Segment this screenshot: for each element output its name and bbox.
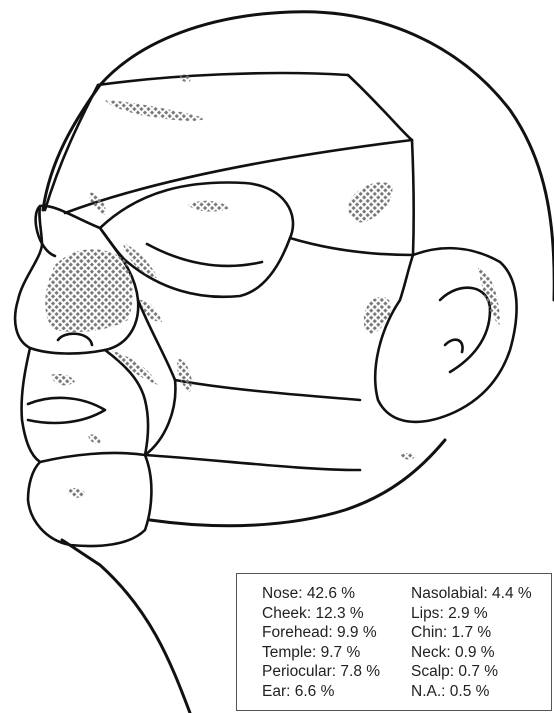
- legend-value: 0.7 %: [458, 663, 498, 680]
- temple-right: [412, 140, 414, 255]
- legend-label: Chin: [411, 624, 443, 641]
- legend-left-column: Nose: 42.6 % Cheek: 12.3 % Forehead: 9.9…: [262, 584, 380, 701]
- eye-lid: [147, 244, 262, 266]
- legend-label: Forehead: [262, 624, 328, 641]
- temple-lesions: [348, 182, 392, 222]
- ear-inner: [440, 288, 490, 372]
- lower-lip-lesions: [88, 434, 100, 443]
- legend-row-ear: Ear: 6.6 %: [262, 682, 380, 702]
- legend-row-chin: Chin: 1.7 %: [411, 623, 532, 643]
- legend-label: Nasolabial: [411, 585, 483, 602]
- legend-row-scalp: Scalp: 0.7 %: [411, 662, 532, 682]
- legend-label: Periocular: [262, 663, 332, 680]
- mouth: [28, 398, 105, 423]
- brow-lesions: [90, 192, 106, 215]
- legend-right-column: Nasolabial: 4.4 % Lips: 2.9 % Chin: 1.7 …: [411, 584, 532, 701]
- legend-label: N.A.: [411, 683, 441, 700]
- legend-label: Scalp: [411, 663, 450, 680]
- chin-lesions: [66, 488, 86, 498]
- nasolabial-lesions: [110, 350, 158, 385]
- upper-lip: [22, 348, 40, 462]
- legend-box: Nose: 42.6 % Cheek: 12.3 % Forehead: 9.9…: [236, 573, 552, 711]
- temple-bottom: [290, 238, 413, 255]
- legend-label: Lips: [411, 605, 439, 622]
- legend-value: 0.9 %: [455, 644, 495, 661]
- legend-value: 12.3 %: [315, 605, 363, 622]
- jaw-line: [145, 455, 360, 470]
- legend-row-temple: Temple: 9.7 %: [262, 643, 380, 663]
- legend-value: 7.8 %: [340, 663, 380, 680]
- nose-lesions: [45, 249, 133, 332]
- legend-label: Nose: [262, 585, 298, 602]
- scalp-line: [98, 73, 348, 85]
- legend-value: 9.7 %: [321, 644, 361, 661]
- forehead-left: [45, 85, 98, 210]
- legend-row-periocular: Periocular: 7.8 %: [262, 662, 380, 682]
- legend-row-forehead: Forehead: 9.9 %: [262, 623, 380, 643]
- legend-value: 1.7 %: [452, 624, 492, 641]
- forehead-right: [348, 75, 412, 140]
- cheek-right: [175, 380, 360, 400]
- legend-label: Ear: [262, 683, 286, 700]
- legend-value: 9.9 %: [337, 624, 377, 641]
- legend-row-nasolabial: Nasolabial: 4.4 %: [411, 584, 532, 604]
- legend-value: 4.4 %: [492, 585, 532, 602]
- legend-value: 2.9 %: [448, 605, 488, 622]
- lesion-areas: [45, 74, 500, 497]
- preauricular-lesions: [364, 297, 391, 334]
- legend-value: 42.6 %: [307, 585, 355, 602]
- forehead-lesions: [105, 100, 205, 121]
- nostril: [58, 334, 92, 345]
- legend-label: Temple: [262, 644, 312, 661]
- periocular-lesions: [188, 201, 230, 212]
- legend-label: Neck: [411, 644, 446, 661]
- legend-row-neck: Neck: 0.9 %: [411, 643, 532, 663]
- legend-row-lips: Lips: 2.9 %: [411, 604, 532, 624]
- lip-lesions: [50, 374, 75, 385]
- cheek-lesions-3: [177, 358, 192, 392]
- ear-lobe: [445, 340, 463, 352]
- legend-value: 6.6 %: [295, 683, 335, 700]
- neck-lesions: [400, 453, 416, 460]
- legend-row-cheek: Cheek: 12.3 %: [262, 604, 380, 624]
- legend-value: 0.5 %: [450, 683, 490, 700]
- legend-row-na: N.A.: 0.5 %: [411, 682, 532, 702]
- legend-row-nose: Nose: 42.6 %: [262, 584, 380, 604]
- ear-outer: [375, 248, 516, 422]
- legend-label: Cheek: [262, 605, 307, 622]
- chin-region: [28, 453, 151, 546]
